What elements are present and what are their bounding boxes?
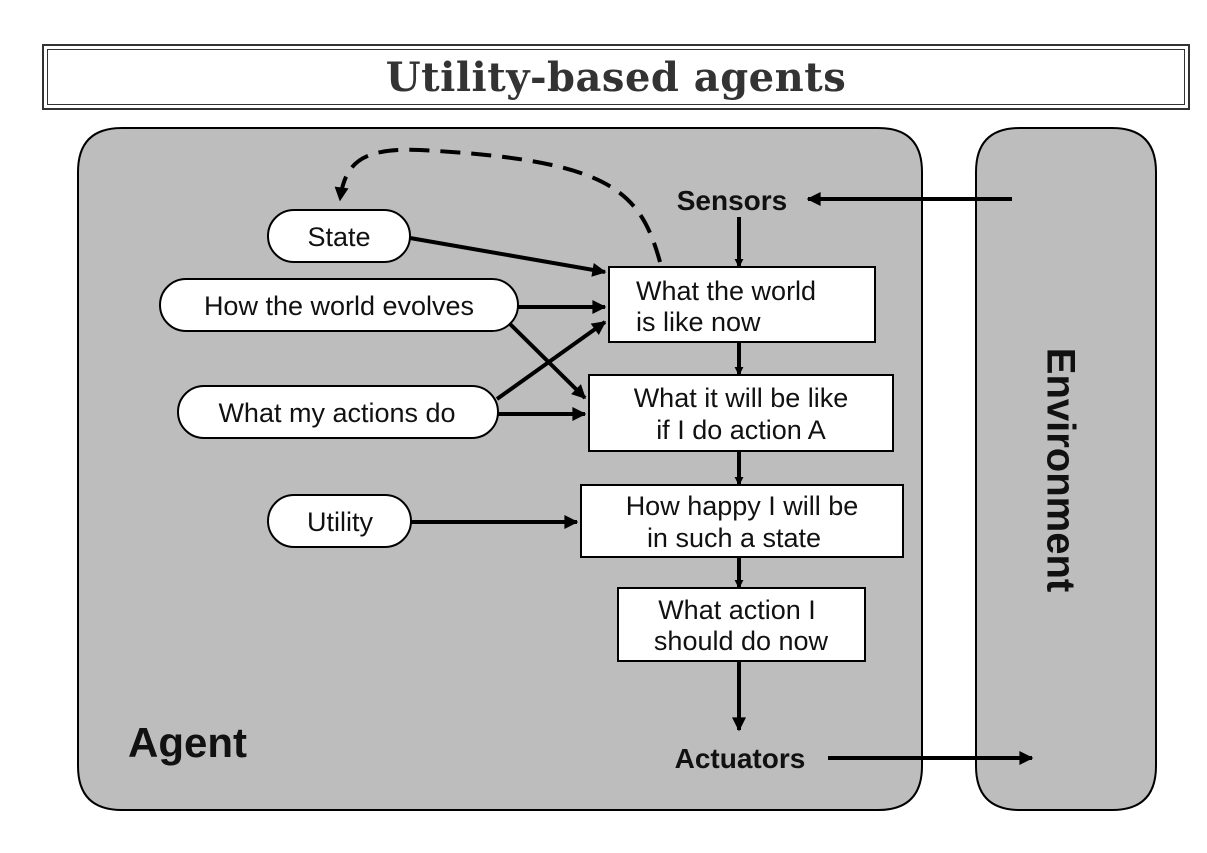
happy-line-2: in such a state — [647, 523, 821, 553]
action-a-line-1: What it will be like — [634, 383, 849, 413]
action-now-box: What action I should do now — [617, 587, 866, 662]
environment-panel — [975, 127, 1157, 811]
utility-node: Utility — [267, 494, 412, 548]
action-now-line-2: should do now — [654, 626, 829, 656]
world-now-line-1: What the world — [636, 276, 816, 306]
happy-box: How happy I will be in such a state — [580, 484, 904, 558]
actuators-label: Actuators — [675, 743, 806, 774]
state-to-world-arrow — [409, 236, 607, 277]
actions-do-node-label: What my actions do — [218, 398, 455, 428]
happy-line-1: How happy I will be — [626, 491, 859, 521]
action-a-box: What it will be like if I do action A — [588, 374, 894, 452]
page-title: Utility-based agents — [385, 53, 847, 101]
world-evolves-node-label: How the world evolves — [204, 291, 474, 321]
title-frame: Utility-based agents — [42, 44, 1190, 110]
world-now-line-2: is like now — [636, 307, 761, 337]
sensors-label: Sensors — [677, 185, 788, 216]
utility-node-label: Utility — [307, 507, 373, 537]
agent-label: Agent — [128, 719, 247, 766]
feedback-dashed-arrow — [334, 147, 662, 263]
actions-do-to-world-arrow — [495, 320, 607, 401]
actions-do-node: What my actions do — [177, 385, 499, 439]
world-now-box: What the world is like now — [608, 266, 876, 343]
state-node-label: State — [307, 222, 370, 252]
title-inner-frame: Utility-based agents — [47, 49, 1185, 105]
evolves-to-action-a-arrow — [506, 320, 587, 400]
world-evolves-node: How the world evolves — [159, 278, 519, 332]
environment-label: Environment — [1038, 348, 1082, 592]
agent-panel — [77, 127, 923, 811]
action-a-line-2: if I do action A — [656, 415, 826, 445]
action-now-line-1: What action I — [658, 595, 816, 625]
state-node: State — [267, 209, 411, 263]
